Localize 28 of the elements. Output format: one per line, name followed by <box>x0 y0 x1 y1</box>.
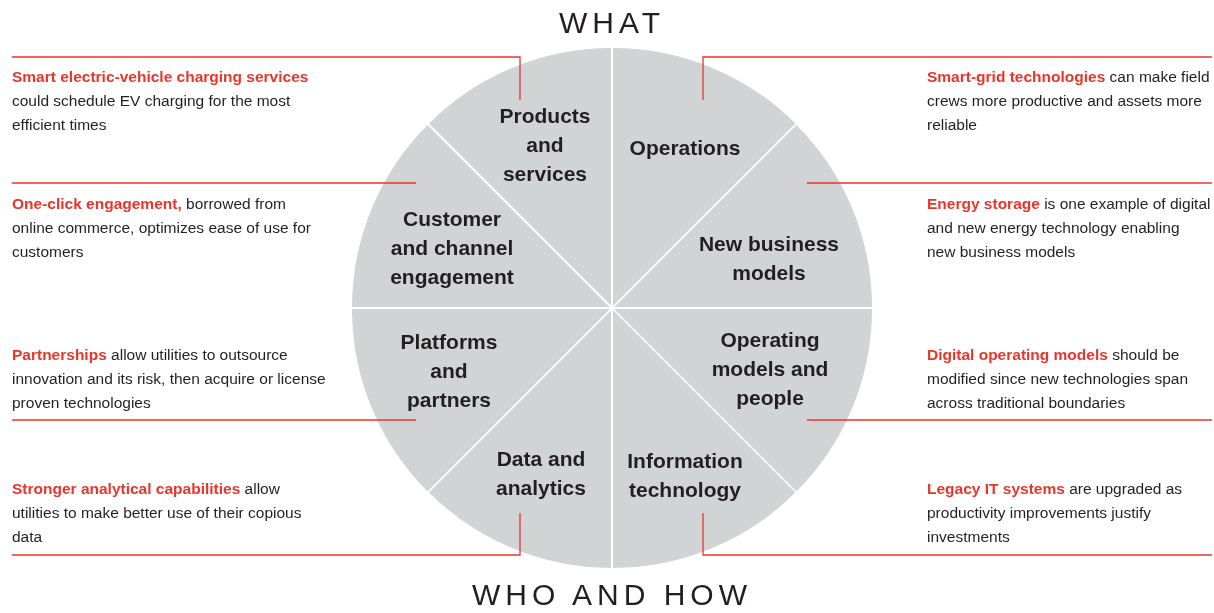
segment-label: Operations <box>628 135 742 162</box>
callout-text: Partnerships allow utilities to outsource innovation and its risk, then acquire or license proven technologies <box>12 343 327 420</box>
leader-line <box>11 419 417 421</box>
segment-label: Operating models and people <box>710 327 830 412</box>
leader-line <box>11 512 521 556</box>
leader-line <box>806 419 1213 421</box>
section-heading: WHO AND HOW <box>472 578 752 612</box>
callout-text: Stronger analytical capabilities allow utilities to make better use of their copious data <box>12 477 327 555</box>
wheel-segment <box>613 124 872 308</box>
leader-line <box>702 56 1213 101</box>
callout-text: Energy storage is one example of digital and new energy technology enabling new business models <box>927 183 1212 264</box>
leader-line <box>11 56 521 101</box>
callout-text: Digital operating models should be modified since new technologies span across traditional boundaries <box>927 343 1212 420</box>
leader-line <box>702 512 1213 556</box>
segment-label: Information technology <box>626 448 744 503</box>
leader-line <box>806 182 1213 184</box>
segment-label: Data and analytics <box>495 446 587 501</box>
callout-text: Smart-grid technologies can make field crews more productive and assets more reliable <box>927 57 1212 137</box>
wheel-segment <box>352 124 611 308</box>
segment-label: New business models <box>697 231 840 286</box>
segment-label: Products and services <box>498 103 592 188</box>
segment-label: Platforms and partners <box>399 329 499 414</box>
segment-label: Customer and channel engagement <box>389 206 515 291</box>
section-heading: WHAT <box>558 6 666 40</box>
callout-text: One-click engagement, borrowed from online commerce, optimizes ease of use for customers <box>12 183 327 264</box>
callout-text: Smart electric-vehicle charging services could schedule EV charging for the most efficient times <box>12 57 327 137</box>
callout-text: Legacy IT systems are upgraded as productivity improvements justify investments <box>927 477 1212 555</box>
leader-line <box>11 182 417 184</box>
